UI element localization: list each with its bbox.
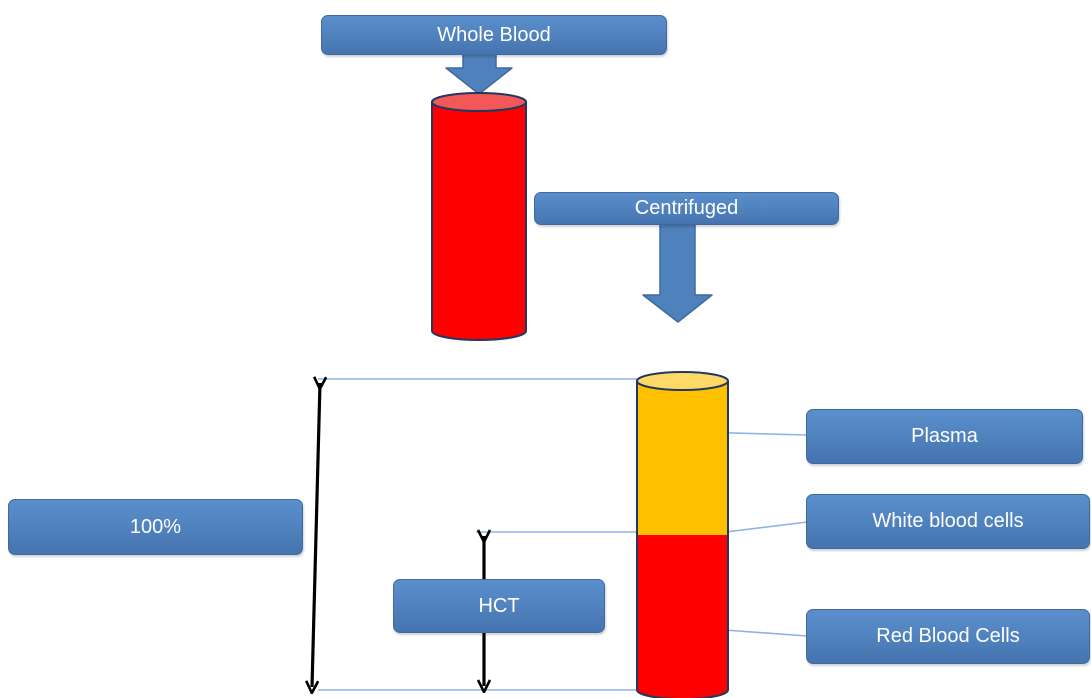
total-percent-label: 100% [8, 499, 303, 555]
separated-blood-tube [636, 371, 729, 698]
whole-blood-tube-top [431, 92, 527, 112]
whole-blood-label: Whole Blood [321, 15, 667, 55]
plasma-label: Plasma [806, 409, 1083, 464]
plasma-layer [637, 381, 728, 535]
white-blood-cells-label: White blood cells [806, 494, 1090, 549]
down-arrow-icon [445, 51, 513, 95]
down-arrow-icon [642, 223, 713, 323]
total-height-arrow [312, 383, 320, 687]
centrifuged-label: Centrifuged [534, 192, 839, 225]
red-blood-cells-label: Red Blood Cells [806, 609, 1090, 664]
leader-lines [318, 378, 808, 691]
separated-tube-top [636, 371, 729, 391]
hct-label: HCT [393, 579, 605, 633]
red-blood-cells-layer [637, 535, 728, 690]
red-blood-cells-bottom [637, 690, 728, 698]
whole-blood-tube [431, 92, 527, 341]
